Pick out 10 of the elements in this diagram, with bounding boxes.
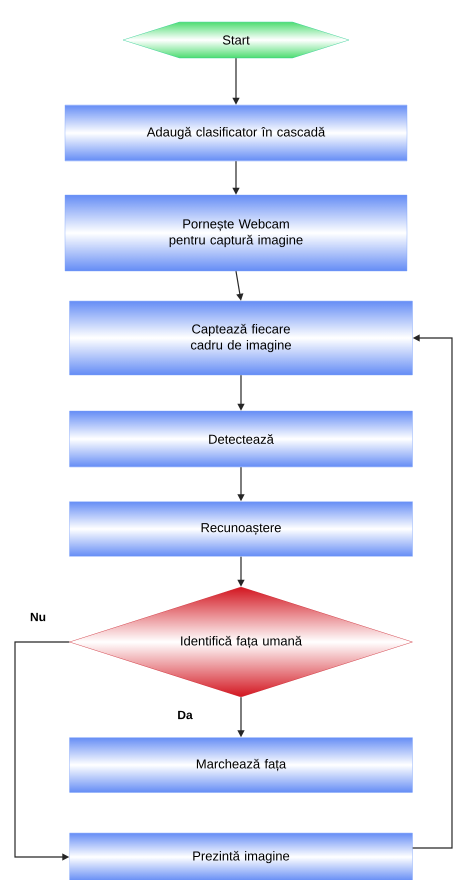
process-box: Pornește Webcam pentru captură imagine bbox=[64, 194, 408, 272]
terminal-hexagon: Start bbox=[122, 22, 350, 58]
edge-label: Nu bbox=[30, 612, 46, 622]
edge-label: Da bbox=[178, 710, 193, 720]
process-box: Detectează bbox=[69, 410, 413, 468]
process-box: Captează fiecare cadru de imagine bbox=[69, 300, 413, 376]
process-box: Recunoaștere bbox=[69, 501, 413, 557]
process-box: Marchează fața bbox=[69, 737, 413, 793]
process-box: Adaugă clasificator în cascadă bbox=[64, 104, 408, 162]
process-box: Prezintă imagine bbox=[69, 832, 413, 880]
